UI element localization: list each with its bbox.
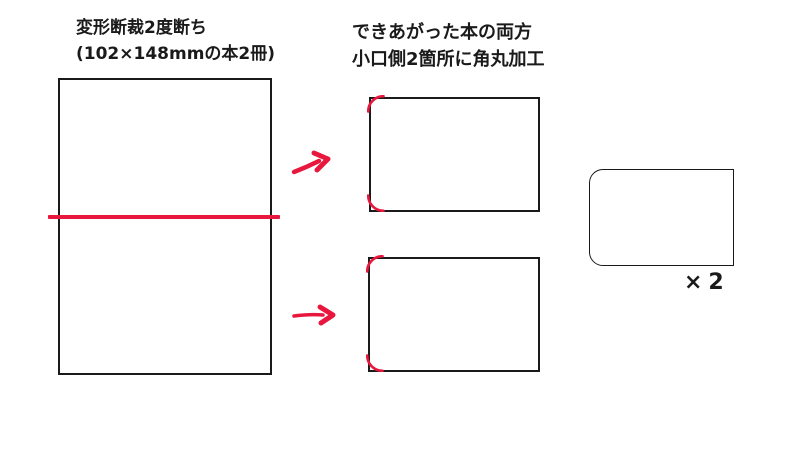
cut-book-bottom-rect [368, 257, 540, 372]
corner-round-mark-icon [367, 194, 385, 212]
cut-book-top-rect [369, 97, 540, 212]
result-caption-line2: 小口側2箇所に角丸加工 [352, 49, 545, 70]
arrow-right-icon [290, 300, 340, 330]
multiplier-label: ×2 [684, 270, 730, 295]
corner-round-mark-icon [367, 95, 385, 113]
corner-round-mark-icon [366, 255, 384, 273]
source-caption-line2: (102×148mmの本2冊) [76, 44, 276, 64]
source-sheet-rect [58, 78, 272, 375]
source-caption-line1: 変形断裁2度断ち [76, 18, 207, 38]
arrow-right-icon [290, 142, 338, 178]
corner-round-mark-icon [366, 354, 384, 372]
result-caption-line1: できあがった本の両方 [352, 22, 532, 43]
finished-book-rect [589, 169, 734, 266]
source-caption: 変形断裁2度断ち (102×148mmの本2冊) [76, 15, 275, 67]
cut-line [48, 215, 280, 219]
result-caption: できあがった本の両方 小口側2箇所に角丸加工 [352, 19, 545, 73]
